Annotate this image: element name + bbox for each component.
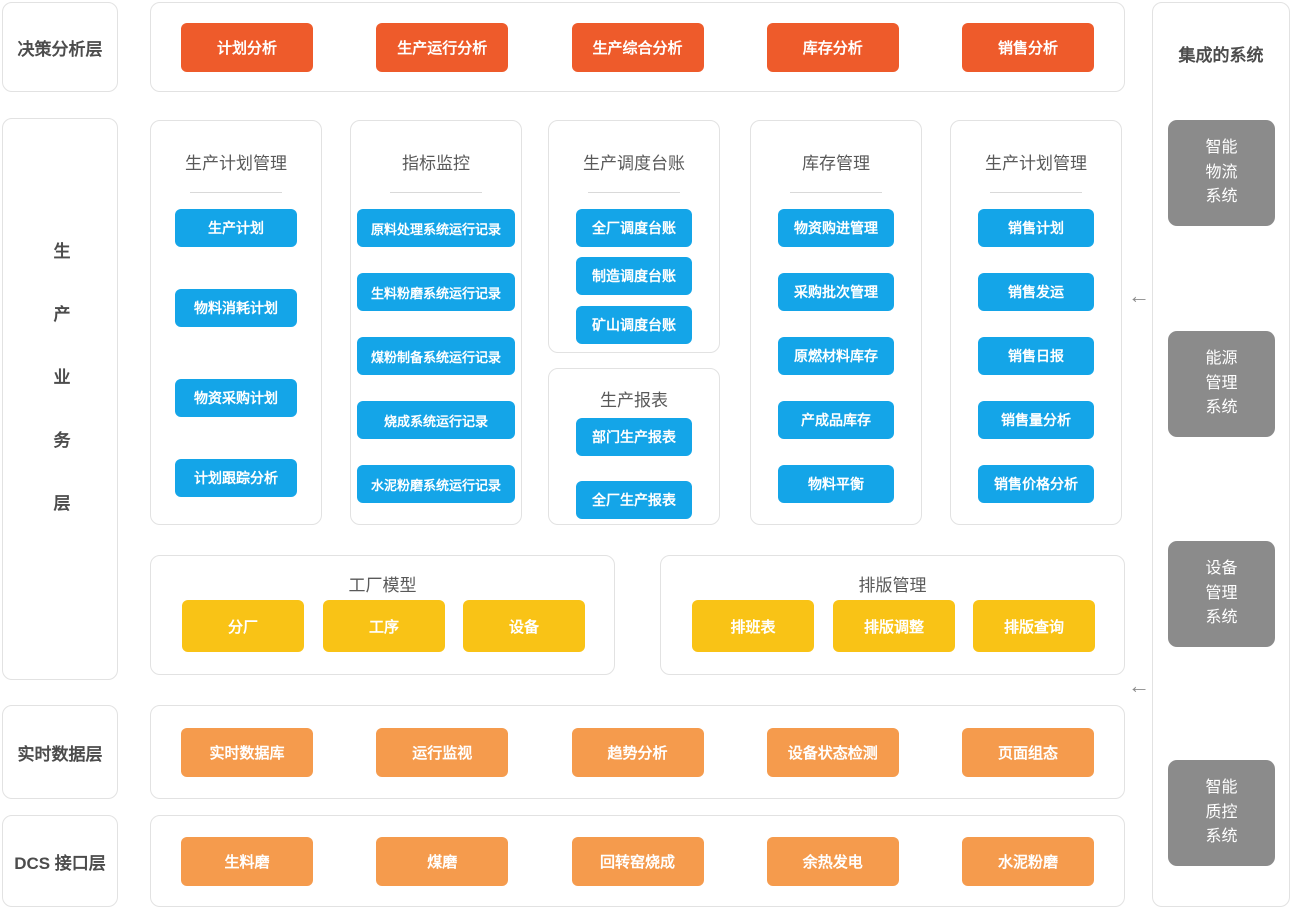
layer-label-realtime: 实时数据层 (2, 705, 118, 799)
equipment-button[interactable]: 设备 (463, 600, 585, 652)
layout-query-button[interactable]: 排版查询 (973, 600, 1095, 652)
menu-button[interactable]: 生料粉磨系统运行记录 (357, 273, 515, 311)
divider (190, 192, 282, 193)
menu-button[interactable]: 矿山调度台账 (576, 306, 692, 344)
panel-production-reports: 生产报表 部门生产报表 全厂生产报表 (548, 368, 720, 525)
shift-schedule-button[interactable]: 排班表 (692, 600, 814, 652)
panel-title: 生产计划管理 (985, 154, 1087, 173)
dcs-interface-band: 生料磨 煤磨 回转窑烧成 余热发电 水泥粉磨 (150, 815, 1125, 907)
layer-label-production: 生产业务层 (2, 118, 118, 680)
menu-button[interactable]: 原料处理系统运行记录 (357, 209, 515, 247)
layer-label-realtime-text: 实时数据层 (17, 744, 103, 764)
panel-inventory-mgmt: 库存管理 物资购进管理 采购批次管理 原燃材料库存 产成品库存 物料平衡 (750, 120, 922, 525)
equipment-status-button[interactable]: 设备状态检测 (766, 727, 899, 777)
panel-sales-mgmt: 生产计划管理 销售计划 销售发运 销售日报 销售量分析 销售价格分析 (950, 120, 1122, 525)
panel-dispatch-ledger: 生产调度台账 全厂调度台账 制造调度台账 矿山调度台账 (548, 120, 720, 353)
coal-mill-button[interactable]: 煤磨 (376, 836, 509, 886)
section-factory-model: 工厂模型 分厂 工序 设备 (150, 555, 615, 675)
smart-quality-system[interactable]: 智能 质控 系统 (1168, 760, 1275, 866)
integrated-systems-sidebar: 集成的系统 智能 物流 系统 能源 管理 系统 设备 管理 系统 智能 质控 系… (1152, 2, 1290, 907)
panel-indicator-monitoring: 指标监控 原料处理系统运行记录 生料粉磨系统运行记录 煤粉制备系统运行记录 烧成… (350, 120, 522, 525)
cement-grinding-button[interactable]: 水泥粉磨 (962, 836, 1094, 886)
menu-button[interactable]: 生产计划 (175, 209, 297, 247)
production-run-analysis-button[interactable]: 生产运行分析 (376, 22, 509, 72)
rotary-kiln-button[interactable]: 回转窑烧成 (571, 836, 704, 886)
layer-label-decision: 决策分析层 (2, 2, 118, 92)
panel-title: 生产调度台账 (583, 154, 685, 173)
section-title: 排版管理 (858, 576, 927, 595)
menu-button[interactable]: 销售量分析 (978, 401, 1094, 439)
decision-analysis-band: 计划分析 生产运行分析 生产综合分析 库存分析 销售分析 (150, 2, 1125, 92)
layer-label-dcs-text: DCS 接口层 (14, 853, 106, 873)
menu-button[interactable]: 煤粉制备系统运行记录 (357, 337, 515, 375)
page-config-button[interactable]: 页面组态 (962, 727, 1094, 777)
menu-button[interactable]: 计划跟踪分析 (175, 459, 297, 497)
left-arrow-icon: ← (1128, 283, 1150, 308)
menu-button[interactable]: 制造调度台账 (576, 257, 692, 295)
energy-mgmt-system[interactable]: 能源 管理 系统 (1168, 331, 1275, 437)
waste-heat-power-button[interactable]: 余热发电 (766, 836, 899, 886)
panel-title: 生产计划管理 (185, 154, 287, 173)
sales-analysis-button[interactable]: 销售分析 (962, 22, 1094, 72)
menu-button[interactable]: 部门生产报表 (576, 418, 692, 456)
branch-factory-button[interactable]: 分厂 (182, 600, 304, 652)
realtime-database-button[interactable]: 实时数据库 (181, 727, 313, 777)
panel-title: 库存管理 (802, 154, 870, 173)
divider (588, 192, 680, 193)
layer-label-dcs: DCS 接口层 (2, 815, 118, 907)
menu-button[interactable]: 物资采购计划 (175, 379, 297, 417)
menu-button[interactable]: 原燃材料库存 (778, 337, 894, 375)
divider (990, 192, 1082, 193)
left-arrow-icon: ← (1128, 673, 1150, 698)
menu-button[interactable]: 销售发运 (978, 273, 1094, 311)
panel-title: 生产报表 (600, 391, 668, 410)
production-综合-analysis-button[interactable]: 生产综合分析 (571, 22, 704, 72)
section-title: 工厂模型 (348, 576, 417, 595)
menu-button[interactable]: 烧成系统运行记录 (357, 401, 515, 439)
menu-button[interactable]: 销售计划 (978, 209, 1094, 247)
panel-title: 指标监控 (402, 154, 470, 173)
menu-button[interactable]: 产成品库存 (778, 401, 894, 439)
section-layout-mgmt: 排版管理 排班表 排版调整 排版查询 (660, 555, 1125, 675)
menu-button[interactable]: 销售价格分析 (978, 465, 1094, 503)
plan-analysis-button[interactable]: 计划分析 (181, 22, 313, 72)
layer-label-production-text: 生产业务层 (50, 241, 70, 557)
menu-button[interactable]: 物料平衡 (778, 465, 894, 503)
process-button[interactable]: 工序 (323, 600, 445, 652)
menu-button[interactable]: 销售日报 (978, 337, 1094, 375)
sidebar-title: 集成的系统 (1178, 46, 1264, 65)
divider (390, 192, 482, 193)
raw-mill-button[interactable]: 生料磨 (181, 836, 313, 886)
layer-label-decision-text: 决策分析层 (17, 39, 103, 59)
trend-analysis-button[interactable]: 趋势分析 (571, 727, 704, 777)
menu-button[interactable]: 采购批次管理 (778, 273, 894, 311)
inventory-analysis-button[interactable]: 库存分析 (766, 22, 899, 72)
panel-production-plan-mgmt: 生产计划管理 生产计划 物料消耗计划 物资采购计划 计划跟踪分析 (150, 120, 322, 525)
menu-button[interactable]: 全厂生产报表 (576, 481, 692, 519)
run-monitor-button[interactable]: 运行监视 (376, 727, 509, 777)
menu-button[interactable]: 水泥粉磨系统运行记录 (357, 465, 515, 503)
smart-logistics-system[interactable]: 智能 物流 系统 (1168, 120, 1275, 226)
layout-adjust-button[interactable]: 排版调整 (833, 600, 955, 652)
menu-button[interactable]: 物资购进管理 (778, 209, 894, 247)
realtime-data-band: 实时数据库 运行监视 趋势分析 设备状态检测 页面组态 (150, 705, 1125, 799)
menu-button[interactable]: 全厂调度台账 (576, 209, 692, 247)
menu-button[interactable]: 物料消耗计划 (175, 289, 297, 327)
equipment-mgmt-system[interactable]: 设备 管理 系统 (1168, 541, 1275, 647)
divider (790, 192, 882, 193)
